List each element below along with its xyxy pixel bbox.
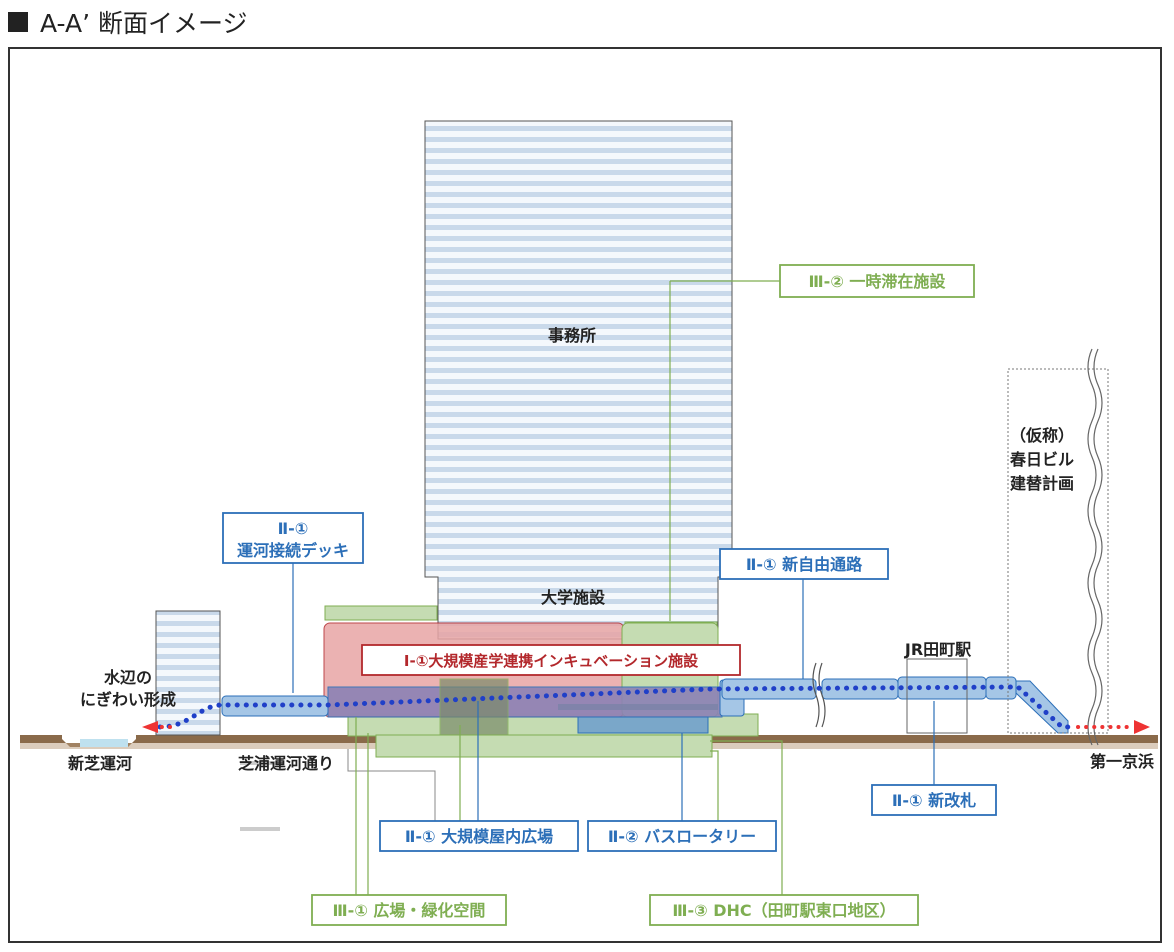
leader-lines [292,280,935,895]
kasuga-label-2: 春日ビル [1009,450,1074,469]
callout-incubation: Ⅰ-①大規模産学連携インキュベーション施設 [361,644,741,676]
square-bullet-icon [8,12,28,32]
callout-green: Ⅲ-① 広場・緑化空間 [311,894,507,926]
callout-gate: Ⅱ-① 新改札 [871,784,997,816]
callout-rest: Ⅲ-② 一時滞在施設 [779,264,975,298]
canal-label: 新芝運河 [68,754,132,773]
jr-station-label: JR田町駅 [904,640,972,659]
green-core [439,678,509,736]
university-label: 大学施設 [541,588,606,607]
break-line [1087,348,1097,746]
free-passage [719,676,1069,734]
basement-outlines [240,749,436,831]
heading-text: A-A’ 断面イメージ [40,9,248,38]
svg-text:Ⅲ-① 広場・緑化空間: Ⅲ-① 広場・緑化空間 [333,901,486,920]
right-arrow-icon [1134,720,1150,734]
left-building [155,610,221,736]
cross-section-diagram: 事務所 大学施設 （仮称） 春日ビル 建替計画 JR田町駅 水辺の にぎわい形成… [20,120,1158,926]
left-arrow-icon [142,721,158,733]
office-tower [424,120,733,640]
kasuga-label-3: 建替計画 [1010,474,1074,493]
callout-bus: Ⅱ-② バスロータリー [587,820,777,852]
keihin-label: 第一京浜 [1090,752,1154,771]
diagram-frame: 事務所 大学施設 （仮称） 春日ビル 建替計画 JR田町駅 水辺の にぎわい形成… [8,47,1162,943]
svg-text:Ⅱ-② バスロータリー: Ⅱ-② バスロータリー [608,827,756,846]
break-marks [812,662,826,728]
section-heading: A-A’ 断面イメージ [4,4,248,40]
waterside-label-1: 水辺の [104,668,152,687]
kasuga-label-1: （仮称） [1010,426,1074,445]
street-label: 芝浦運河通り [238,754,334,773]
office-label: 事務所 [548,326,596,345]
canal-water [80,739,128,747]
svg-text:Ⅰ-①大規模産学連携インキュベーション施設: Ⅰ-①大規模産学連携インキュベーション施設 [404,652,699,670]
callout-dhc: Ⅲ-③ DHC（田町駅東口地区） [649,894,919,926]
callout-indoor-plaza: Ⅱ-① 大規模屋内広場 [379,820,579,852]
callout-deck: Ⅱ-① 運河接続デッキ [222,512,364,564]
svg-text:Ⅱ-① 大規模屋内広場: Ⅱ-① 大規模屋内広場 [405,827,553,846]
kasuga-building-outline [1007,368,1109,734]
jr-station-outline [906,658,968,734]
svg-text:Ⅲ-③ DHC（田町駅東口地区）: Ⅲ-③ DHC（田町駅東口地区） [672,901,895,920]
bus-rotary [577,716,709,734]
svg-text:Ⅱ-① 新改札: Ⅱ-① 新改札 [892,791,976,810]
svg-text:Ⅱ-① 新自由通路: Ⅱ-① 新自由通路 [746,555,863,574]
callout-deck-line1: Ⅱ-① [278,519,309,538]
waterside-label-2: にぎわい形成 [80,690,176,709]
callout-passage: Ⅱ-① 新自由通路 [719,548,889,580]
pedestrian-route [142,684,1150,734]
callout-deck-line2: 運河接続デッキ [237,541,349,560]
svg-text:Ⅲ-② 一時滞在施設: Ⅲ-② 一時滞在施設 [809,272,947,291]
